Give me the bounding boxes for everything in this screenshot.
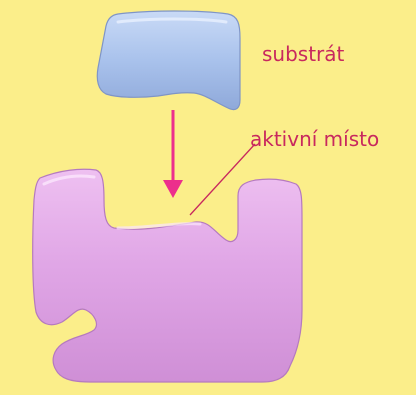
substrate-shape — [97, 11, 240, 110]
substrate-label: substrát — [262, 44, 344, 64]
active-site-label: aktivní místo — [250, 129, 379, 149]
enzyme-shape — [33, 169, 302, 382]
binding-arrow-head — [163, 180, 183, 198]
